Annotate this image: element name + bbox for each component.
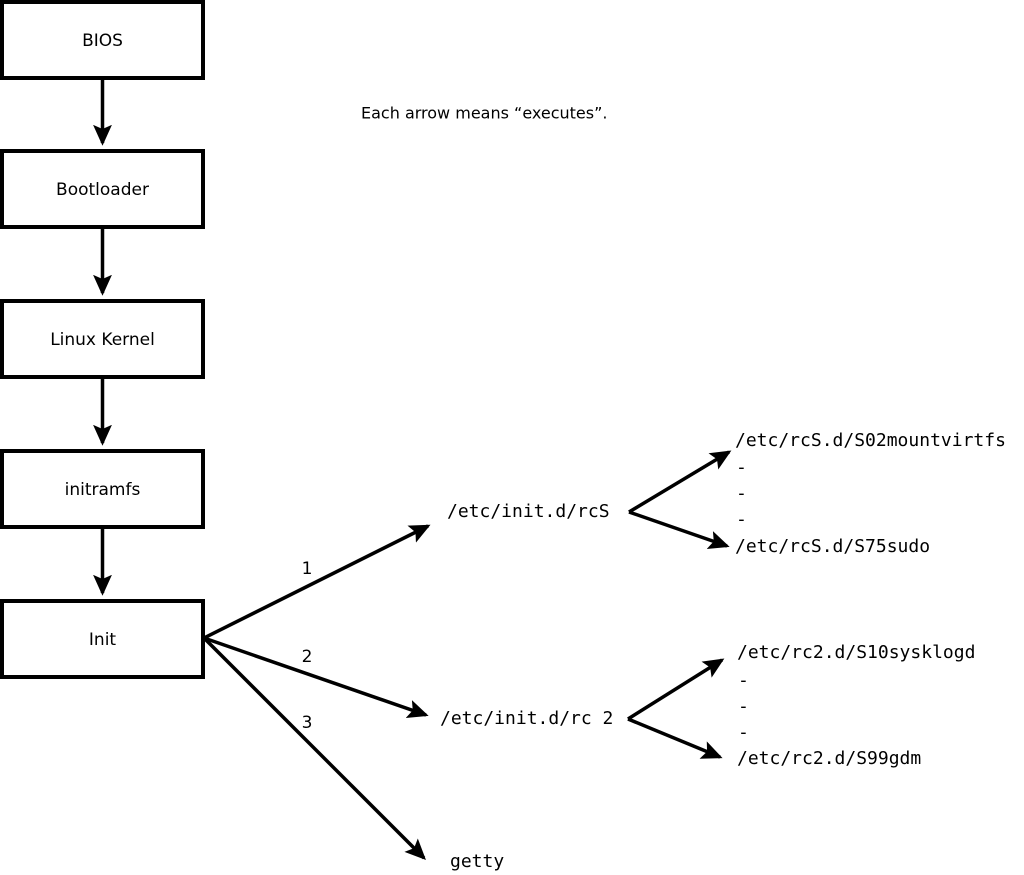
label-rcs-d-s02mountvirtfs: /etc/rcS.d/S02mountvirtfs [735,430,1006,451]
box-init-label: Init [89,630,117,650]
label-rc2-d-s10sysklogd: /etc/rc2.d/S10sysklogd [737,642,975,663]
branch-number-3: 3 [302,713,313,733]
box-bootloader: Bootloader [0,149,205,229]
branch-number-2: 2 [302,647,313,667]
arrow-rcs-to-first-script [628,450,732,514]
branch-number-1: 1 [302,559,313,579]
arrow-rcs-to-last-script [628,510,730,549]
box-initramfs-rect [0,449,205,529]
rcs-ellipsis-dash-3: - [736,509,747,530]
box-linux-kernel-label: Linux Kernel [50,330,155,350]
box-init: Init [0,599,205,679]
box-bios-rect [0,0,205,80]
arrow-rc2-to-first-script [627,658,725,721]
arrow-rc2-to-last-script [627,717,723,759]
box-initramfs: initramfs [0,449,205,529]
label-etc-init-d-rcs: /etc/init.d/rcS [447,501,610,522]
arrow-init-to-getty [202,636,426,860]
arrow-init-to-rc2 [203,636,429,718]
label-rc2-d-s99gdm: /etc/rc2.d/S99gdm [737,748,921,769]
rc2-ellipsis-dash-2: - [738,696,749,717]
diagram-note: Each arrow means “executes”. [361,104,607,123]
box-initramfs-label: initramfs [65,480,141,500]
rc2-ellipsis-dash-1: - [738,670,749,691]
label-etc-init-d-rc-2: /etc/init.d/rc 2 [440,708,613,729]
rc2-ellipsis-dash-3: - [738,722,749,743]
box-linux-kernel: Linux Kernel [0,299,205,379]
rcs-ellipsis-dash-1: - [736,457,747,478]
label-getty: getty [450,851,504,872]
rcs-ellipsis-dash-2: - [736,483,747,504]
label-rcs-d-s75sudo: /etc/rcS.d/S75sudo [735,536,930,557]
arrow-init-to-rcs [203,524,431,640]
box-bios: BIOS [0,0,205,80]
box-init-rect [0,599,205,679]
box-bootloader-label: Bootloader [56,180,149,200]
box-bios-label: BIOS [82,31,123,51]
